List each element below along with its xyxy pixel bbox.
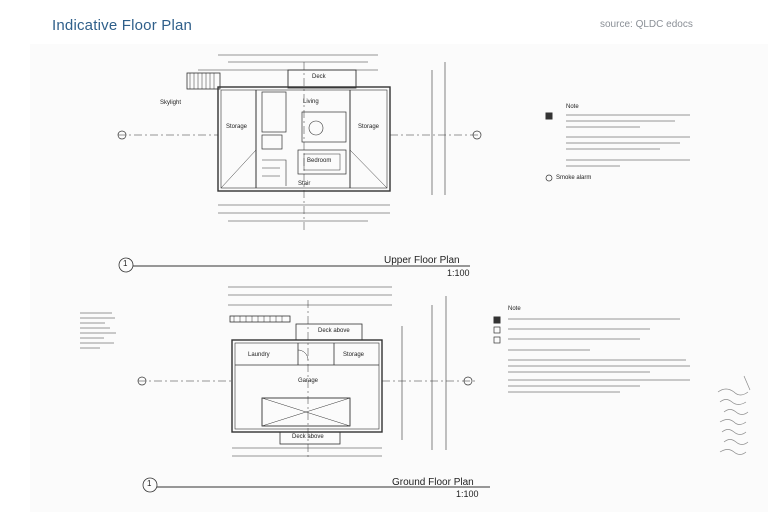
upper-room-bedroom: Bedroom [307,158,332,164]
upper-room-storage-right: Storage [358,124,380,130]
ground-note-heading: Note [508,306,521,312]
ground-room-storage: Storage [343,352,365,358]
ground-floor-plan-scale: 1:100 [456,489,479,499]
upper-deck: Deck [312,74,326,80]
upper-room-storage-left: Storage [226,124,248,130]
ground-floor-plan [80,286,690,493]
ground-floor-plan-title: Ground Floor Plan [392,477,474,488]
upper-room-living: Living [303,99,319,105]
page-title: Indicative Floor Plan [52,17,193,34]
ground-deck-above-bottom: Deck above [292,434,324,440]
upper-floor-plan [117,54,690,273]
upper-floor-plan-scale: 1:100 [447,268,470,278]
upper-floor-plan-title: Upper Floor Plan [384,255,460,266]
ground-marker: 1 [147,479,152,488]
ground-room-laundry: Laundry [248,352,270,358]
ground-room-garage: Garage [298,378,319,384]
drawing-sheet [30,44,768,512]
upper-marker: 1 [123,259,128,268]
upper-note-heading: Note [566,104,579,110]
ground-deck-above-top: Deck above [318,328,350,334]
source-credit: source: QLDC edocs [600,19,693,30]
upper-note-smoke-alarm: Smoke alarm [556,175,592,181]
upper-skylight: Skylight [160,100,182,106]
upper-stair: Stair [298,181,311,187]
margin-notes [717,375,751,455]
